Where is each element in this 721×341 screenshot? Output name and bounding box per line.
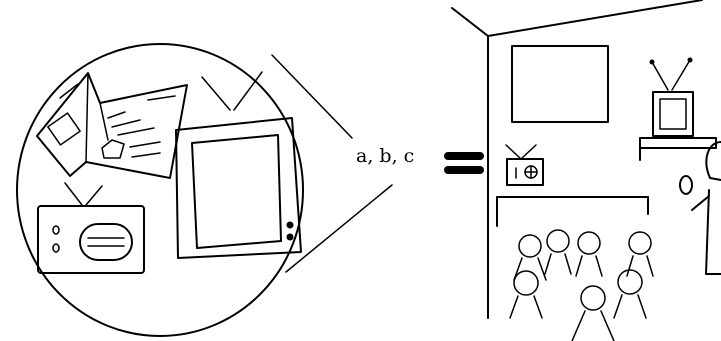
- students-group: [509, 229, 654, 341]
- equals-icon: [444, 152, 484, 174]
- newspaper-icon: [36, 72, 188, 179]
- student: [544, 229, 572, 275]
- zoom-line-top: [271, 54, 353, 139]
- student: [509, 270, 543, 319]
- student: [575, 231, 603, 277]
- equation-label: a, b, c: [356, 145, 415, 167]
- student: [626, 231, 654, 277]
- classroom-tv-small: [505, 144, 544, 186]
- wall-screen: [511, 45, 609, 123]
- classroom-scene: [451, 0, 721, 341]
- tv-icon: [175, 71, 302, 259]
- classroom-tv-shelf: [639, 57, 717, 161]
- teacher-figure: [679, 141, 721, 275]
- student: [571, 285, 615, 341]
- radio-icon: [37, 182, 145, 274]
- student: [613, 269, 647, 319]
- zoom-line-bottom: [285, 184, 393, 273]
- ceiling-line: [451, 0, 703, 37]
- media-circle: [16, 43, 393, 337]
- front-table: [496, 196, 649, 227]
